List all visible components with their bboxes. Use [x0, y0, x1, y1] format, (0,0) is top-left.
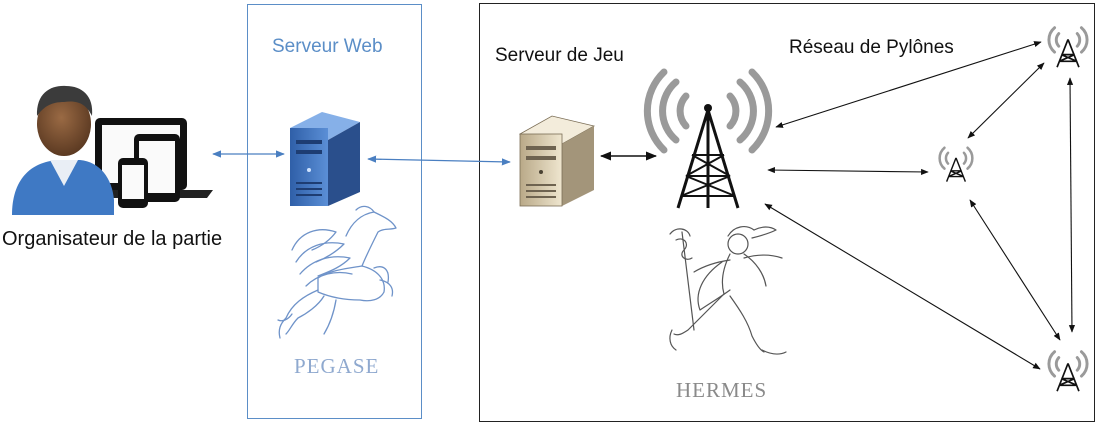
web-server-label: Serveur Web [272, 36, 383, 57]
arrow-top-bottom [1066, 77, 1076, 333]
tower-network-label: Réseau de Pylônes [789, 37, 954, 58]
arrow-middle-bottom [969, 199, 1061, 341]
arrow-webserver-gameserver [367, 155, 511, 166]
user-with-devices-icon [12, 85, 213, 215]
game-server-frame [479, 3, 1095, 422]
small-tower-icon-bottom [1047, 350, 1089, 392]
arrow-tower-middle [767, 167, 929, 175]
small-tower-icon-top [1047, 26, 1089, 68]
game-server-icon [518, 115, 596, 207]
hermes-label: HERMES [676, 378, 768, 402]
pegase-label: PEGASE [294, 354, 380, 378]
hermes-drawing [669, 226, 787, 355]
organizer-label: Organisateur de la partie [2, 228, 223, 250]
web-server-icon [290, 112, 360, 206]
small-tower-icon-middle [938, 146, 974, 182]
arrow-tower-bottom [764, 203, 1041, 370]
connection-arrows [212, 41, 1076, 370]
arrow-tower-top [775, 41, 1042, 128]
web-server-frame [247, 4, 422, 419]
pegasus-drawing [277, 205, 397, 339]
radio-tower-icon [643, 68, 773, 209]
arrow-top-middle [967, 62, 1045, 139]
game-server-label: Serveur de Jeu [495, 45, 624, 66]
